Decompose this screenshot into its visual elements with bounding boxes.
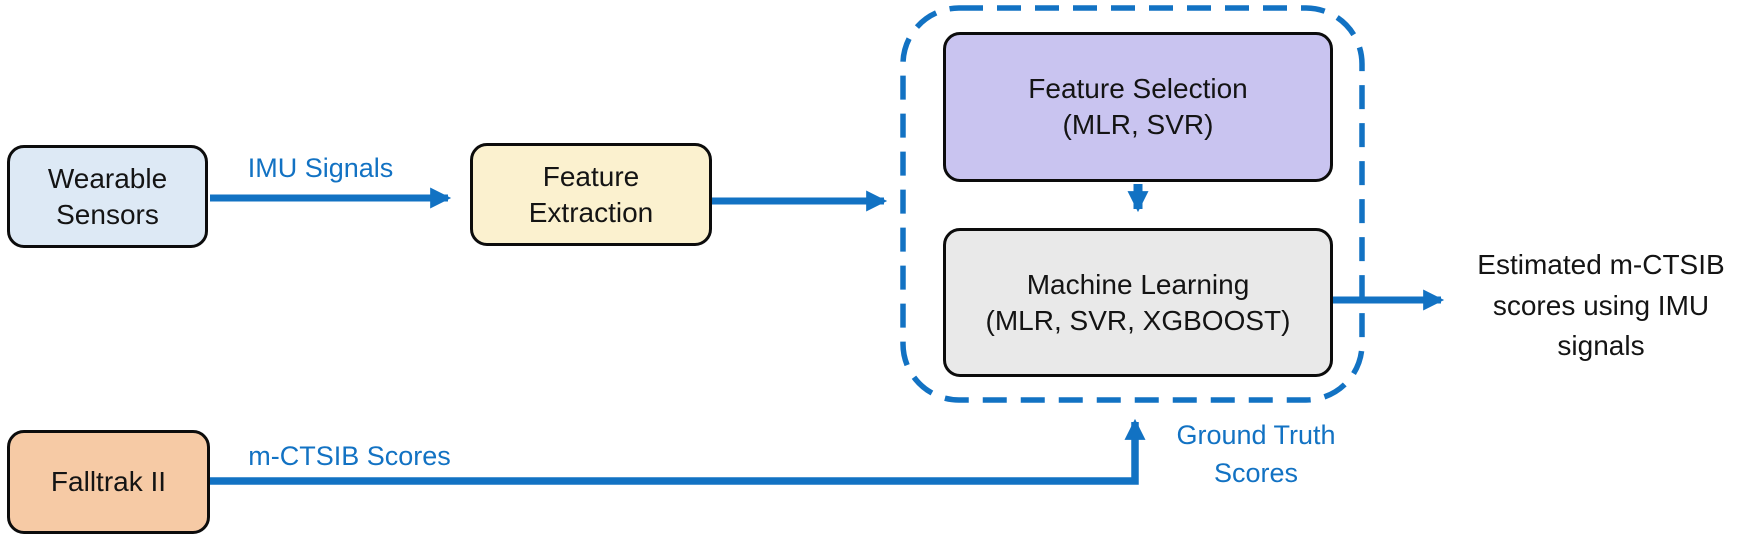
feature-selection-label: Feature Selection (MLR, SVR) <box>1028 73 1248 140</box>
wearable-sensors-label: Wearable Sensors <box>47 162 168 230</box>
model-group-dashed-boundary <box>900 5 1365 403</box>
wearable-sensors-node: Wearable Sensors <box>7 145 208 248</box>
machine-learning-node: Machine Learning (MLR, SVR, XGBOOST) <box>943 228 1333 377</box>
mctsib-scores-edge-label: m-CTSIB Scores <box>248 441 451 471</box>
ground-truth-edge-label: Ground Truth Scores <box>1176 420 1336 489</box>
falltrak-ii-label: Falltrak II <box>50 466 167 498</box>
feature-extraction-node: Feature Extraction <box>470 143 712 246</box>
feature-selection-node: Feature Selection (MLR, SVR) <box>943 32 1333 182</box>
feature-extraction-label: Feature Extraction <box>528 160 654 228</box>
falltrak-ii-node: Falltrak II <box>7 430 210 534</box>
estimated-output-text: Estimated m-CTSIB scores using IMU signa… <box>1477 249 1725 362</box>
imu-signals-edge-label: IMU Signals <box>247 153 394 183</box>
ground-truth-arrow <box>210 418 1146 485</box>
machine-learning-label: Machine Learning (MLR, SVR, XGBOOST) <box>985 268 1291 336</box>
